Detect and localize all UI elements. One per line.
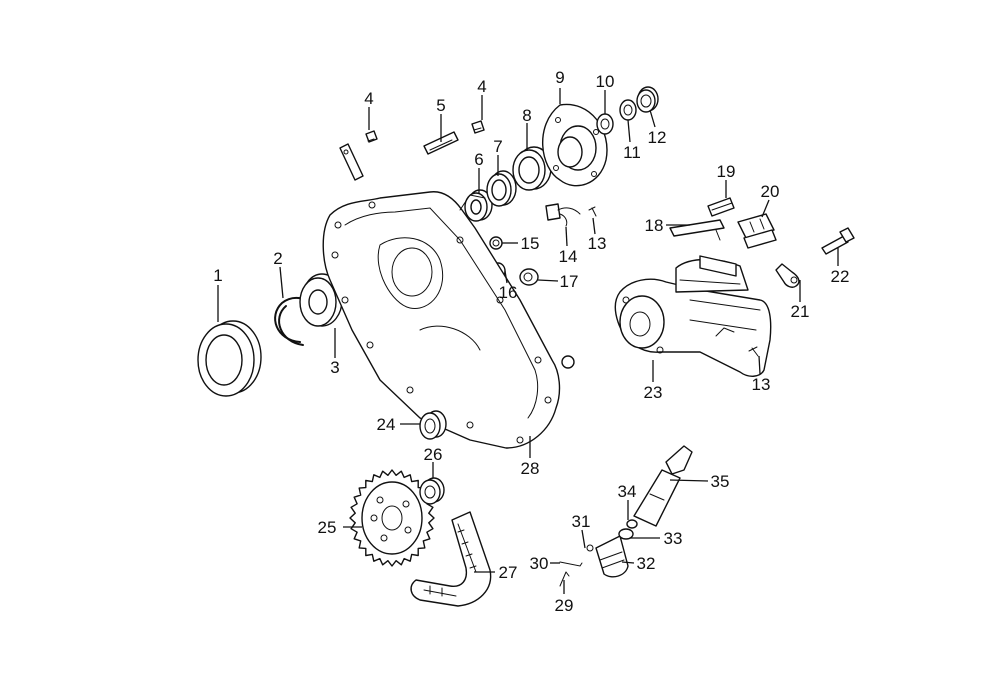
part-20-connector xyxy=(737,213,777,249)
callout-17: 17 xyxy=(560,272,579,291)
callout-27: 27 xyxy=(499,563,518,582)
part-17-seal xyxy=(519,268,539,286)
callout-30: 30 xyxy=(530,554,549,573)
part-28-transfer-case-housing xyxy=(322,191,561,449)
callout-2: 2 xyxy=(273,249,282,268)
callout-4-right: 4 xyxy=(477,77,486,96)
callout-25: 25 xyxy=(318,518,337,537)
callout-34: 34 xyxy=(618,482,637,501)
callout-6: 6 xyxy=(474,150,483,169)
callout-11: 11 xyxy=(623,143,641,162)
dowel-pin xyxy=(561,355,575,369)
callout-26: 26 xyxy=(424,445,443,464)
callout-24: 24 xyxy=(377,415,396,434)
callout-32: 32 xyxy=(637,554,656,573)
part-7-ring xyxy=(486,170,517,207)
callout-12: 12 xyxy=(648,128,667,147)
callout-23: 23 xyxy=(644,383,663,402)
callout-13-upper: 13 xyxy=(588,234,607,253)
part-23-actuator-motor xyxy=(614,255,772,377)
part-24-needle-bearing xyxy=(419,410,447,440)
part-4-bracket-left xyxy=(339,143,364,181)
part-4-bolt-left xyxy=(365,130,378,143)
part-8-seal xyxy=(512,146,552,191)
part-27-drive-chain xyxy=(410,511,492,607)
part-21-clamp xyxy=(775,263,800,288)
callout-4-left: 4 xyxy=(364,89,373,108)
part-30-pin xyxy=(559,561,583,567)
part-22-bolt xyxy=(821,227,855,255)
callout-33: 33 xyxy=(664,529,683,548)
callout-15: 15 xyxy=(521,234,540,253)
part-13-screw-upper xyxy=(588,206,597,217)
part-29-clip xyxy=(559,571,570,587)
callout-19: 19 xyxy=(717,162,736,181)
callout-8: 8 xyxy=(522,106,531,125)
callout-10: 10 xyxy=(596,72,615,91)
callout-29: 29 xyxy=(555,596,574,615)
part-31-ring xyxy=(586,544,594,552)
part-11-washer xyxy=(619,99,637,121)
part-33-o-ring xyxy=(618,528,634,540)
part-6-bearing xyxy=(464,189,493,222)
leader-lines xyxy=(217,88,839,594)
part-1-oil-seal xyxy=(197,320,262,397)
part-18-bracket xyxy=(669,219,725,241)
callout-28: 28 xyxy=(521,459,540,478)
callout-numbers: 1 2 3 4 5 4 6 7 8 9 10 11 12 13 14 15 16… xyxy=(213,68,849,615)
callout-9: 9 xyxy=(555,68,564,87)
part-13-screw-lower xyxy=(748,346,759,357)
callout-3: 3 xyxy=(330,358,339,377)
part-25-sprocket xyxy=(349,469,435,567)
callout-16: 16 xyxy=(499,283,518,302)
part-9-flange xyxy=(542,103,608,187)
part-32-gear xyxy=(595,535,629,578)
part-12-nut xyxy=(636,86,659,113)
callout-21: 21 xyxy=(791,302,810,321)
callout-14: 14 xyxy=(559,247,578,266)
callout-20: 20 xyxy=(761,182,780,201)
part-34-o-ring xyxy=(626,519,638,529)
part-35-speedometer-sleeve xyxy=(633,445,693,527)
callout-31: 31 xyxy=(572,512,591,531)
part-15-ring xyxy=(489,236,503,250)
callout-18: 18 xyxy=(645,216,664,235)
callout-5: 5 xyxy=(436,96,445,115)
callout-1: 1 xyxy=(213,266,222,285)
part-4-bolt-right xyxy=(471,120,485,134)
callout-35: 35 xyxy=(711,472,730,491)
part-26-bushing xyxy=(419,477,445,505)
callout-13-lower: 13 xyxy=(752,375,771,394)
part-5-pin xyxy=(423,131,459,155)
callout-22: 22 xyxy=(831,267,850,286)
callout-7: 7 xyxy=(493,137,502,156)
part-10-washer xyxy=(596,113,614,135)
part-19-clip xyxy=(707,197,735,217)
part-14-sensor xyxy=(545,203,581,227)
